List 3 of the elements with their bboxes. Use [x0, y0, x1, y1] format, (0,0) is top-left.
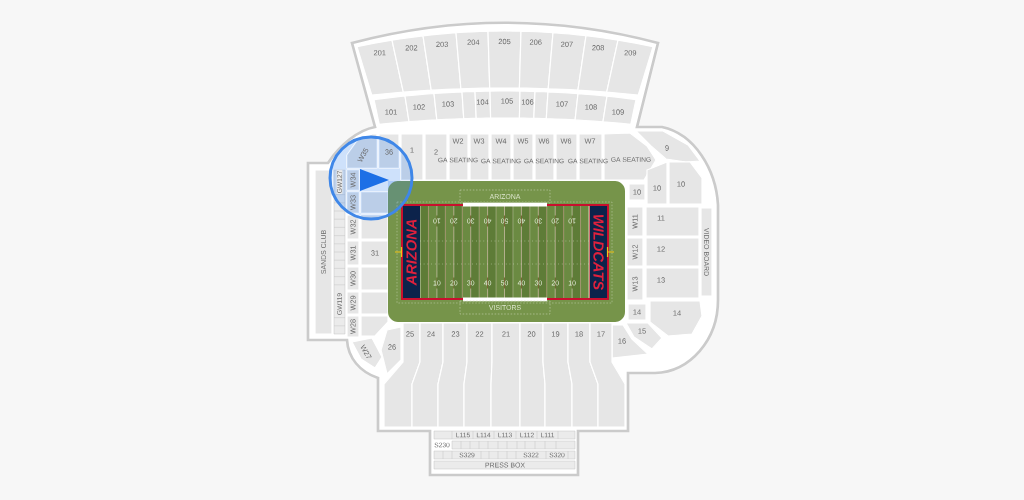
seating-section	[461, 90, 477, 120]
end-zone: ARIZONA	[403, 206, 420, 298]
end-zone: WILDCATS	[590, 206, 607, 298]
